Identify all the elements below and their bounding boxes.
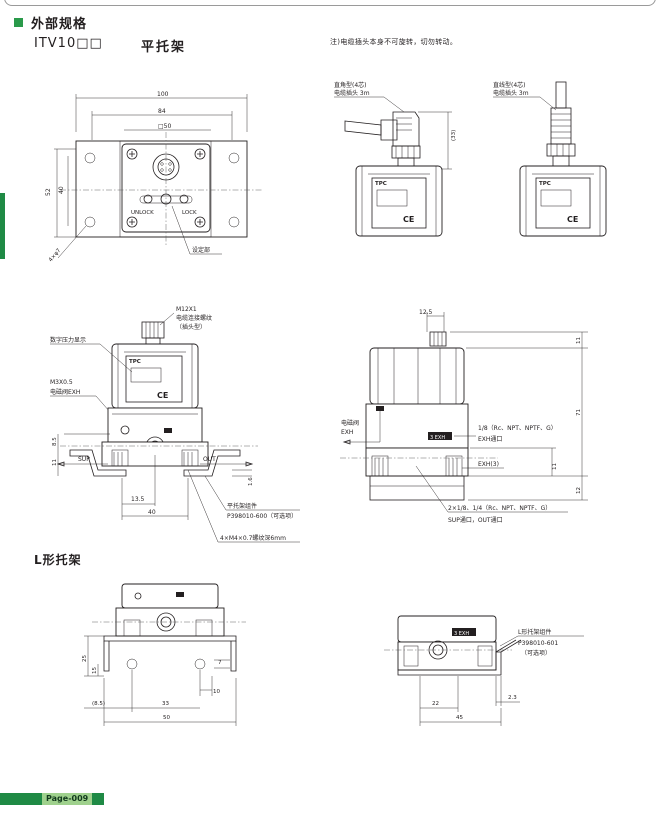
exh-port-spec: 1/8（Rc、NPT、NPTF、G） <box>478 425 557 432</box>
dim-1-6: 1.6 <box>248 477 254 486</box>
digital-display-label: 数字压力显示 <box>50 336 86 344</box>
flat-bracket-part-no: P398010-600（可选项） <box>227 512 297 520</box>
exh3-label: EXH(3) <box>478 461 499 468</box>
dim-40-front: 40 <box>148 509 156 516</box>
l-side-body <box>397 615 497 643</box>
dim-100: 100 <box>157 91 169 98</box>
side-tab-marker <box>0 193 5 259</box>
sup-label: SUP <box>78 456 90 463</box>
dim-12: 12 <box>576 487 582 494</box>
dim-25: 25 <box>82 655 88 662</box>
tpc-brand-text-3: TPC <box>129 359 141 365</box>
l-bracket-assembly: L形托架组件 <box>518 628 551 636</box>
m3-label: M3X0.5 <box>50 379 73 386</box>
dim-8-5: 8.5 <box>52 437 58 446</box>
l-bracket-optional: （可选项） <box>521 649 551 657</box>
section-title: 外部规格 <box>14 13 88 32</box>
setting-part-callout: 设定部 <box>192 246 210 254</box>
unlock-text: UNLOCK <box>131 210 154 216</box>
manifold-block <box>107 407 203 443</box>
dim-11-top: 11 <box>576 337 582 344</box>
dim-33: (33) <box>451 130 457 141</box>
dim-15: 15 <box>92 667 98 674</box>
l-bracket-title: L形托架 <box>34 553 82 567</box>
dim-50: 50 <box>163 715 170 721</box>
ce-mark-3: CE <box>157 391 168 400</box>
solenoid-label: 电磁阀 <box>341 419 359 427</box>
l-exh-port-tag: 3 EXH <box>454 631 469 637</box>
cable-note: 注)电缆插头本身不可旋转，切勿转动。 <box>330 38 458 46</box>
cross-screw-icon <box>126 148 206 228</box>
model-number: ITV10□□ <box>34 36 103 51</box>
out-label: OUT <box>203 456 216 463</box>
page-number: Page-009 <box>42 793 93 805</box>
dim-84: 84 <box>158 108 166 115</box>
dim-45: 45 <box>456 715 463 721</box>
right-angle-label-2: 电缆插头 3m <box>334 89 370 97</box>
dim-7: 7 <box>218 660 222 666</box>
manifold-block-side <box>365 403 469 449</box>
ce-mark-2: CE <box>567 215 578 224</box>
page-footer: Page-009 <box>0 793 104 805</box>
dim-13-5: 13.5 <box>131 496 145 503</box>
plug-type-label: （插头型） <box>176 323 206 331</box>
dim-2-3: 2.3 <box>508 695 517 701</box>
m4-thread-callout: 4×M4×0.7螺纹深6mm <box>220 534 286 542</box>
exh-label: EXH <box>341 429 353 436</box>
sup-out-port-label: SUP通口，OUT通口 <box>448 516 503 524</box>
ce-mark: CE <box>403 215 414 224</box>
dim-box50: □50 <box>158 123 171 130</box>
regulator-body-right-angle <box>355 165 443 237</box>
right-angle-plug <box>392 111 420 147</box>
dim-33: 33 <box>162 701 169 707</box>
right-angle-label-1: 直角型(4芯) <box>334 81 367 89</box>
mounting-hole-icon <box>84 152 240 228</box>
dim-52: 52 <box>45 188 52 196</box>
straight-label-1: 直线型(4芯) <box>493 81 526 89</box>
dim-22: 22 <box>432 701 439 707</box>
tpc-brand-text-2: TPC <box>539 181 551 187</box>
dim-11-side: 11 <box>552 463 558 470</box>
exh-port-label: EXH通口 <box>478 435 502 443</box>
dim-71: 71 <box>576 409 582 416</box>
exh-port-tag: 3 EXH <box>430 435 445 441</box>
flat-bracket-section <box>69 449 127 477</box>
lock-text: LOCK <box>182 210 197 216</box>
sup-out-port-spec: 2×1/8、1/4（Rc、NPT、NPTF、G） <box>448 505 551 512</box>
straight-label-2: 电缆插头 3m <box>493 89 529 97</box>
side-bracket <box>369 475 465 501</box>
cable-thread-label: 电缆连接螺纹 <box>176 314 212 322</box>
dim-12-5: 12.5 <box>419 309 433 316</box>
dim-10: 10 <box>213 689 220 695</box>
bullet-square-icon <box>14 17 23 27</box>
regulator-body-straight <box>519 165 607 237</box>
flat-bracket-title: 平托架 <box>141 40 187 55</box>
dim-8-5-paren: (8.5) <box>92 701 105 707</box>
l-bracket-part-no: P398010-601 <box>518 640 558 647</box>
dim-11-front: 11 <box>52 459 58 466</box>
solenoid-exh-label: 电磁阀EXH <box>50 388 80 396</box>
tpc-brand-text: TPC <box>375 181 387 187</box>
flat-bracket-assembly: 平托架组件 <box>227 502 257 510</box>
section-title-text: 外部规格 <box>31 16 88 32</box>
m12-label: M12X1 <box>176 306 197 313</box>
